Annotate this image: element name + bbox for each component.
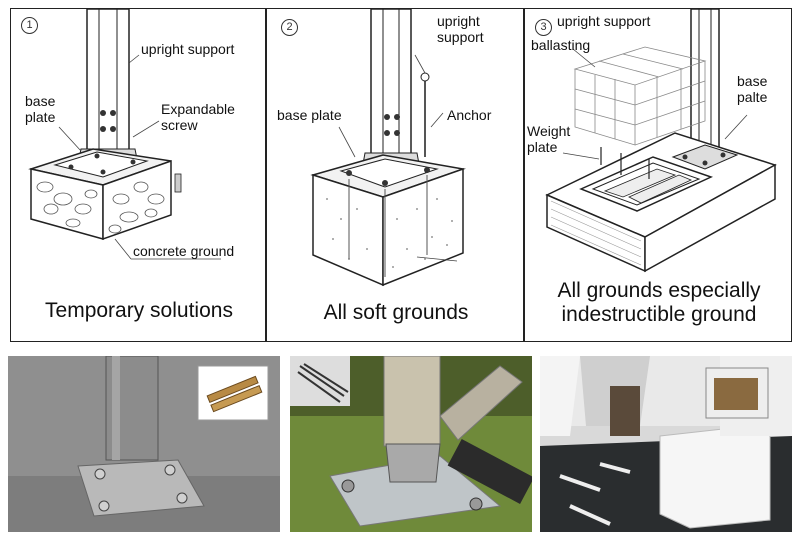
label-base-plate: base palte <box>737 73 768 106</box>
photo-ballast-box-in-tent <box>540 356 792 532</box>
photo-tent-illustration <box>540 356 792 532</box>
diagram-ballast-box <box>545 9 777 273</box>
diagram-soil-anchor <box>310 9 466 287</box>
caption-temporary-solutions: Temporary solutions <box>45 299 233 322</box>
photo-baseplate-on-concrete <box>8 356 280 532</box>
panel-number-badge: 3 <box>535 19 552 36</box>
label-upright-support: upright support <box>557 13 651 29</box>
diagram-concrete-baseplate <box>28 9 221 260</box>
panel-soft-grounds: 2 upright support base plate Anchor All … <box>266 8 524 342</box>
label-expandable-screw: Expandable screw <box>161 101 235 134</box>
label-ballasting: ballasting <box>531 37 591 53</box>
label-upright-support: upright support <box>437 13 484 46</box>
label-anchor: Anchor <box>447 107 492 123</box>
panel-temporary-solutions: 1 upright support base plate Expandable … <box>10 8 266 342</box>
photo-concrete-illustration <box>8 356 280 532</box>
label-base-plate: base plate <box>277 107 342 123</box>
label-base-plate: base plate <box>25 93 56 126</box>
caption-indestructible-ground: All grounds especially indestructible gr… <box>557 279 761 327</box>
photo-baseplate-on-grass <box>290 356 532 532</box>
panel-number-badge: 2 <box>281 19 298 36</box>
caption-all-soft-grounds: All soft grounds <box>323 301 469 324</box>
label-weight-plate: Weight plate <box>527 123 571 156</box>
photo-grass-illustration <box>290 356 532 532</box>
label-concrete-ground: concrete ground <box>133 243 235 259</box>
panel-indestructible-grounds: 3 upright support ballasting base palte … <box>524 8 792 342</box>
panel-number-badge: 1 <box>21 17 38 34</box>
label-upright-support: upright support <box>141 41 235 57</box>
